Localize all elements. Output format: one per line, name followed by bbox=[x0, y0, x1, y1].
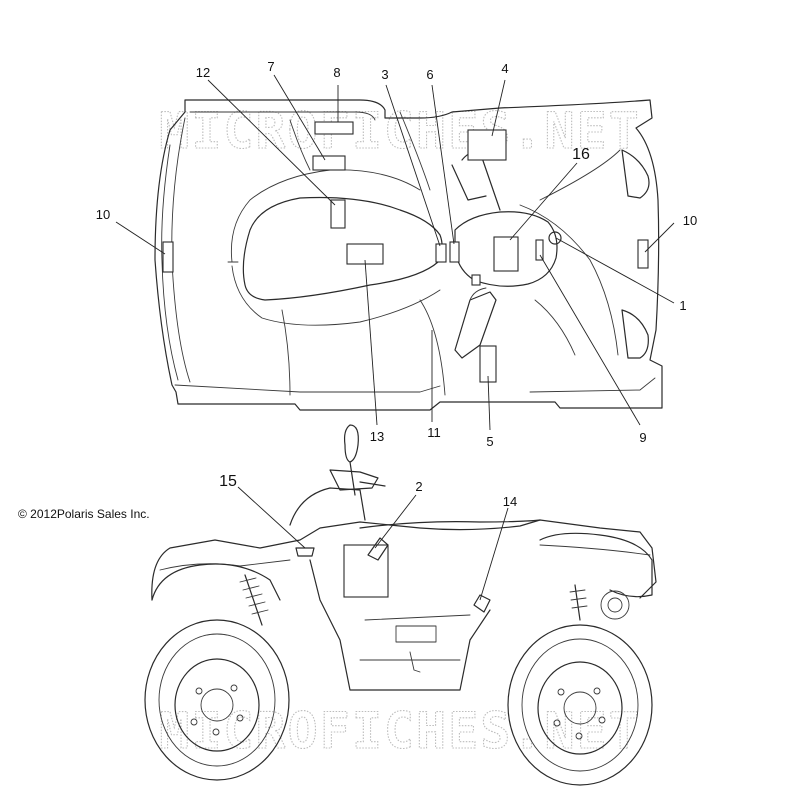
callout-14: 14 bbox=[503, 494, 517, 509]
decal-8 bbox=[314, 121, 354, 135]
decal-10-left bbox=[162, 241, 174, 273]
callout-8: 8 bbox=[333, 65, 340, 80]
leader-lines-top bbox=[115, 74, 675, 431]
steering-cap bbox=[548, 231, 562, 245]
body-outline bbox=[151, 519, 657, 601]
callout-10-right: 10 bbox=[683, 213, 697, 228]
rear-fender-outline bbox=[154, 99, 663, 411]
decal-4 bbox=[467, 129, 507, 161]
decal-16 bbox=[493, 236, 519, 272]
callout-10-left: 10 bbox=[96, 207, 110, 222]
watermark-top: MICROFICHES.NET bbox=[159, 102, 641, 160]
decal-15 bbox=[295, 547, 315, 557]
decal-12 bbox=[330, 199, 346, 229]
callout-4: 4 bbox=[501, 61, 508, 76]
callout-6: 6 bbox=[426, 67, 433, 82]
decal-6 bbox=[449, 241, 460, 263]
atv-top-view bbox=[154, 99, 663, 411]
watermark-bottom: MICROFICHES.NET bbox=[159, 702, 641, 760]
callouts-top: 12 7 8 3 6 4 16 10 10 1 13 11 5 9 bbox=[96, 59, 697, 449]
decal-10-right bbox=[637, 239, 649, 269]
decal-7 bbox=[312, 155, 346, 171]
callout-9: 9 bbox=[639, 430, 646, 445]
callout-7: 7 bbox=[267, 59, 274, 74]
leader-lines-side bbox=[237, 486, 509, 601]
copyright-text: © 2012Polaris Sales Inc. bbox=[18, 507, 150, 521]
callout-16: 16 bbox=[572, 146, 590, 163]
atv-side-view bbox=[144, 424, 657, 786]
callout-3: 3 bbox=[381, 67, 388, 82]
callout-1: 1 bbox=[679, 298, 686, 313]
decal-3 bbox=[435, 243, 447, 263]
callout-2: 2 bbox=[415, 479, 422, 494]
decal-11 bbox=[471, 274, 481, 286]
callout-15: 15 bbox=[219, 473, 237, 490]
callout-5: 5 bbox=[486, 434, 493, 449]
front-wheel bbox=[507, 624, 653, 786]
decal-14 bbox=[473, 594, 491, 613]
callouts-side: 15 2 14 bbox=[219, 473, 517, 509]
decal-2-panel bbox=[343, 544, 389, 598]
decal-2 bbox=[367, 537, 389, 561]
callout-11: 11 bbox=[427, 425, 441, 440]
side-seat bbox=[359, 519, 541, 529]
callout-13: 13 bbox=[370, 429, 384, 444]
decal-9 bbox=[535, 239, 544, 261]
rear-wheel bbox=[144, 619, 290, 781]
callout-12: 12 bbox=[196, 65, 210, 80]
